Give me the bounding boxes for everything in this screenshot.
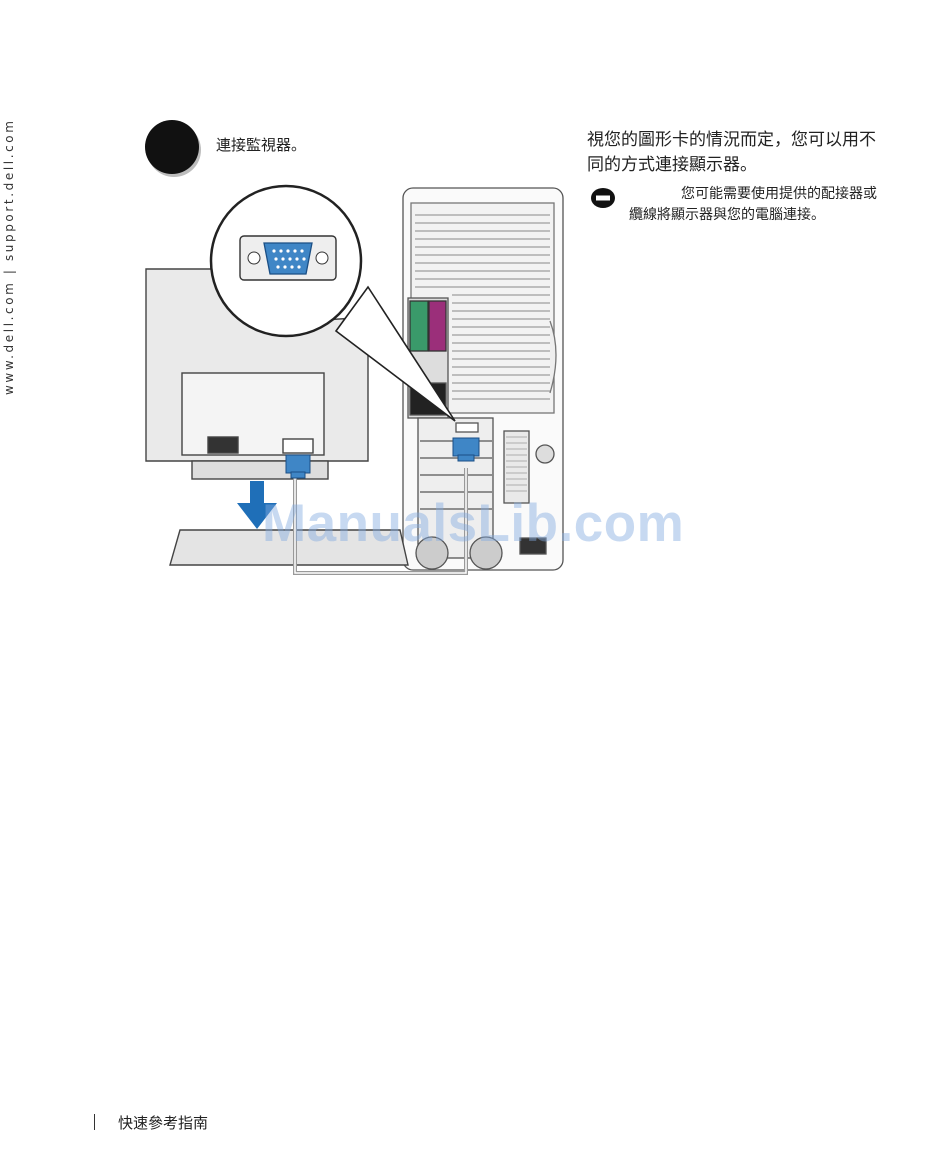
notice-text: 您可能需要使用提供的配接器或纜線將顯示器與您的電腦連接。 [629, 184, 877, 226]
vga-port-icon [240, 236, 336, 280]
footer-title: 快速參考指南 [118, 1112, 208, 1133]
notice-icon [590, 187, 616, 209]
watermark: ManualsLib.com [262, 493, 684, 554]
side-url: www.dell.com | support.dell.com [2, 105, 22, 395]
footer-divider [94, 1114, 95, 1130]
step-bullet [145, 120, 199, 174]
right-column: 視您的圖形卡的情況而定，您可以用不同的方式連接顯示器。 您可能需要使用提供的配接… [587, 128, 877, 226]
step-text: 連接監視器。 [216, 134, 306, 155]
graphics-card-note: 視您的圖形卡的情況而定，您可以用不同的方式連接顯示器。 [587, 128, 877, 178]
notice: 您可能需要使用提供的配接器或纜線將顯示器與您的電腦連接。 [587, 184, 877, 226]
